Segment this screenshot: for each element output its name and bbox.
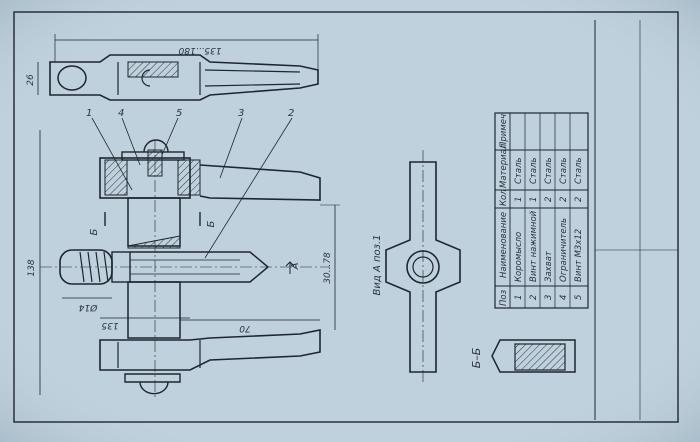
callout-1: 1 (86, 108, 133, 191)
table-row: 4 Ограничитель 2 Сталь (559, 157, 569, 300)
table-row: 1 Коромысло 1 Сталь (514, 157, 524, 300)
section-mark-right: Б (206, 220, 217, 227)
callout-2: 2 (204, 108, 294, 259)
svg-text:Захват: Захват (544, 250, 554, 282)
svg-text:Сталь: Сталь (514, 157, 524, 184)
section-b-b-label: Б–Б (470, 348, 483, 369)
table-header-pos: Поз (499, 289, 509, 306)
dim-jaw-height: 26 (26, 74, 36, 86)
view-a-label: Вид А поз.1 (372, 235, 383, 296)
svg-text:3: 3 (238, 108, 244, 119)
drawing-frame (13, 11, 679, 423)
svg-text:2: 2 (529, 295, 539, 300)
svg-text:2: 2 (574, 197, 584, 202)
svg-text:Ограничитель: Ограничитель (559, 218, 569, 282)
section-b-b: Б–Б (470, 339, 576, 373)
svg-text:5: 5 (574, 295, 584, 300)
view-a-drawing: Вид А поз.1 (372, 150, 461, 385)
svg-text:1: 1 (529, 197, 539, 202)
svg-text:Сталь: Сталь (529, 157, 539, 184)
top-view: 135...180 26 (26, 34, 319, 101)
callout-4: 4 (118, 108, 141, 166)
table-header-name: Наименование (499, 212, 509, 278)
svg-text:4: 4 (118, 108, 124, 119)
parts-table: Поз Наименование Кол Материал Примеч. 1 … (494, 111, 589, 309)
dim-overall-length: 135...180 (178, 45, 221, 55)
svg-text:Сталь: Сталь (559, 157, 569, 184)
svg-text:Сталь: Сталь (544, 157, 554, 184)
table-row: 3 Захват 2 Сталь (544, 157, 554, 300)
table-header-note: Примеч. (499, 111, 509, 148)
dim-range: 30...78 (323, 252, 333, 284)
svg-text:5: 5 (176, 108, 182, 119)
svg-text:Винт М3х12: Винт М3х12 (574, 229, 584, 282)
callout-3: 3 (219, 108, 244, 179)
table-row: 2 Винт нажимной 1 Сталь (529, 157, 539, 300)
dim-70: 70 (239, 323, 251, 333)
svg-text:1: 1 (86, 108, 92, 119)
title-block (594, 20, 678, 420)
dim-135: 135 (101, 320, 118, 330)
section-mark-left: Б (89, 228, 100, 235)
svg-text:2: 2 (288, 108, 294, 119)
callout-5: 5 (161, 108, 182, 156)
svg-text:Винт нажимной: Винт нажимной (529, 210, 539, 282)
main-view: 138 Ø14 135 70 30...78 А Б Б 1 4 5 (27, 108, 340, 400)
svg-text:3: 3 (544, 295, 554, 300)
svg-text:4: 4 (559, 295, 569, 300)
svg-text:Сталь: Сталь (574, 157, 584, 184)
svg-text:2: 2 (559, 197, 569, 202)
svg-text:Коромысло: Коромысло (514, 232, 524, 282)
table-row: 5 Винт М3х12 2 Сталь (574, 157, 584, 300)
svg-text:1: 1 (514, 197, 524, 202)
table-header-material: Материал (499, 143, 509, 188)
dim-total-height: 138 (27, 259, 37, 276)
dim-hole-diameter: Ø14 (78, 302, 98, 313)
view-a-marker: А (290, 262, 301, 270)
table-header-qty: Кол (499, 189, 509, 206)
svg-text:1: 1 (514, 295, 524, 300)
svg-text:2: 2 (544, 197, 554, 202)
